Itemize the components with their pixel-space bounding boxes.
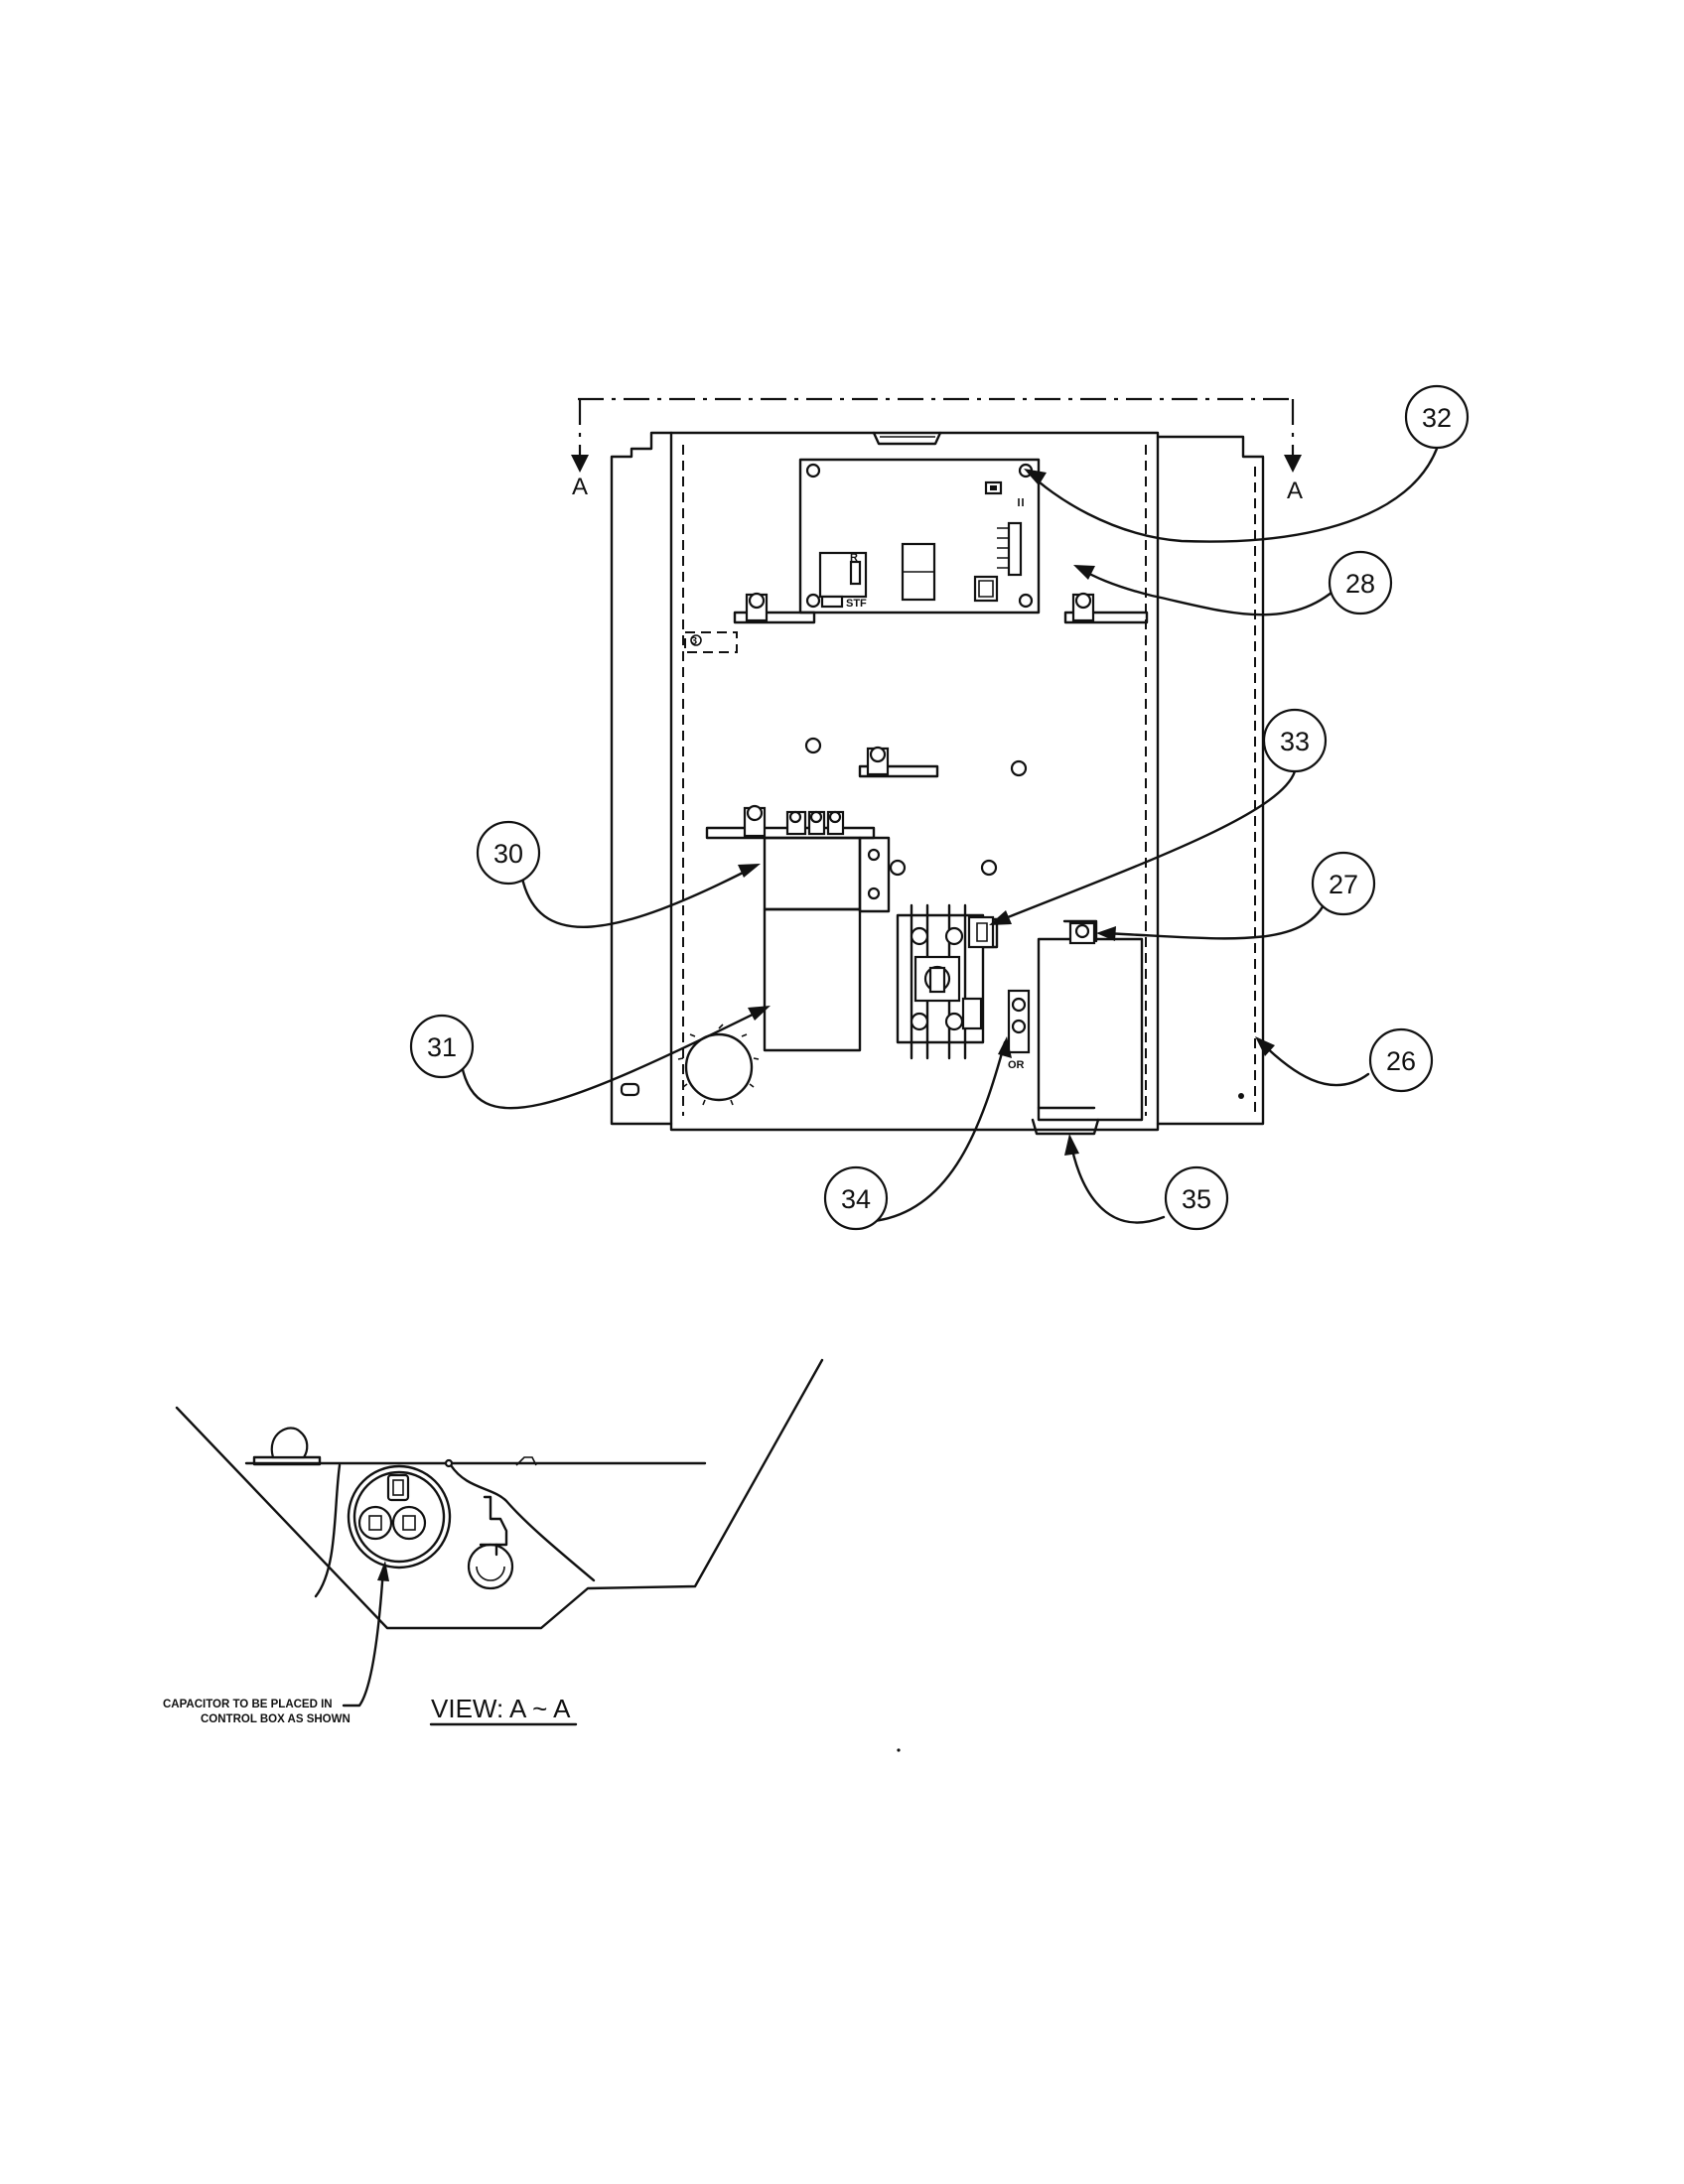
callout-26-label: 26 <box>1386 1046 1416 1076</box>
callout-33-label: 33 <box>1280 727 1310 756</box>
callout-27-label: 27 <box>1329 870 1358 899</box>
section-mark-left: A <box>572 474 588 500</box>
callout-31-label: 31 <box>427 1032 457 1062</box>
section-view-a-a <box>175 1358 824 1630</box>
callout-26: 26 <box>1368 1027 1434 1093</box>
callout-27: 27 <box>1311 851 1376 916</box>
callout-34: 34 <box>823 1165 889 1231</box>
callout-30-label: 30 <box>493 839 523 869</box>
callout-32: 32 <box>1404 384 1470 450</box>
capacitor-assembly <box>705 804 891 1052</box>
callout-35-label: 35 <box>1182 1184 1211 1214</box>
view-label: VIEW: A ~ A <box>429 1694 578 1726</box>
callout-33: 33 <box>1262 708 1328 773</box>
section-mark-right: A <box>1287 478 1303 504</box>
compressor-grommet <box>677 1024 760 1106</box>
leader-lines <box>460 447 1439 1224</box>
terminal-label: OR <box>1008 1059 1025 1071</box>
contactor <box>896 903 999 1060</box>
callout-28-label: 28 <box>1345 569 1375 599</box>
svg-text:STF: STF <box>846 598 867 610</box>
section-line-a-a: A A <box>571 397 1303 504</box>
relay-cover: OR <box>1007 919 1144 1136</box>
view-label-text: VIEW: A ~ A <box>431 1694 571 1723</box>
callout-32-label: 32 <box>1422 403 1452 433</box>
capacitor-note: CAPACITOR TO BE PLACED IN CONTROL BOX AS… <box>163 1561 389 1725</box>
control-board: R STF <box>798 458 1041 614</box>
callout-34-label: 34 <box>841 1184 871 1214</box>
callout-35: 35 <box>1164 1165 1229 1231</box>
callout-30: 30 <box>476 820 541 886</box>
plate-holes <box>804 737 1028 877</box>
control-box-housing <box>610 431 1265 1126</box>
callout-31: 31 <box>409 1014 475 1079</box>
knockout-outline: 3 <box>684 631 738 653</box>
board-standoff-clips <box>733 592 1149 624</box>
note-line-1: CAPACITOR TO BE PLACED IN <box>163 1699 333 1710</box>
svg-text:R: R <box>850 552 858 564</box>
svg-text:3: 3 <box>691 635 697 647</box>
note-line-2: CONTROL BOX AS SHOWN <box>201 1713 351 1725</box>
mounting-plate <box>620 431 1256 1132</box>
callout-28: 28 <box>1328 550 1393 615</box>
